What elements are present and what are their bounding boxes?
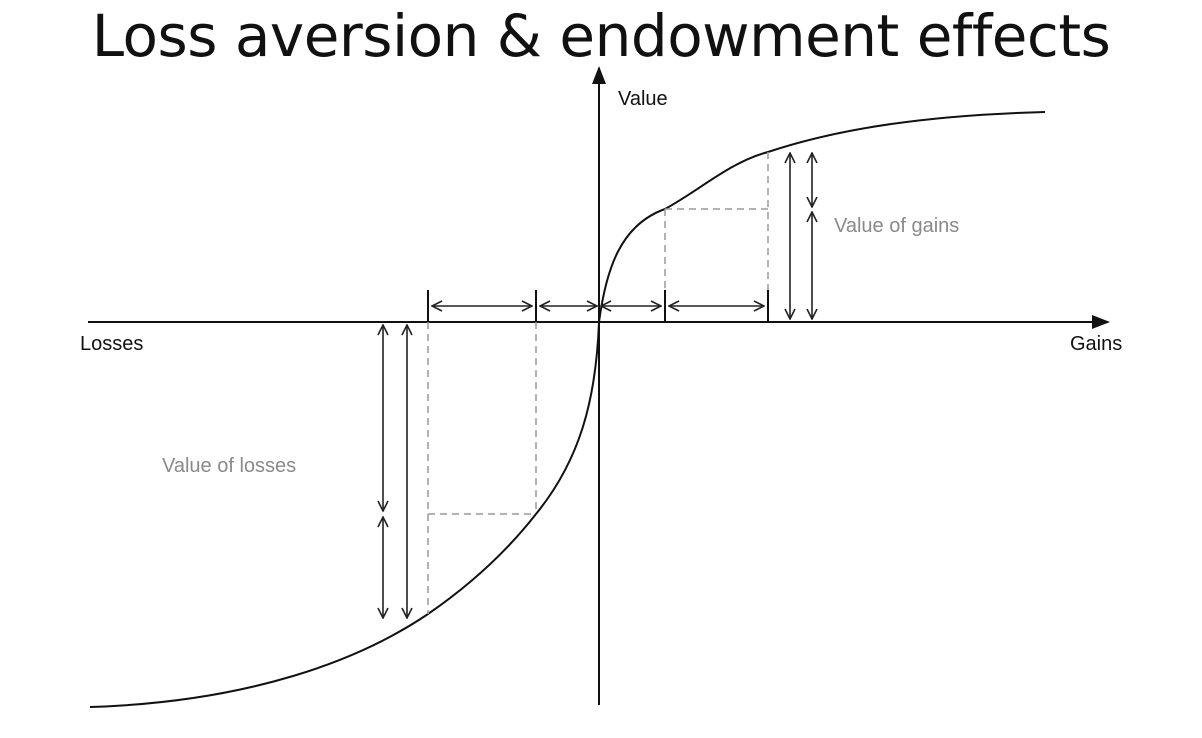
value-curve-losses <box>89 321 600 708</box>
value-of-losses-label: Value of losses <box>162 455 296 477</box>
page-title: Loss aversion & endowment effects <box>91 2 1111 70</box>
gains-label: Gains <box>1070 333 1122 355</box>
losses-label: Losses <box>80 333 143 355</box>
value-curve <box>598 111 1046 323</box>
value-of-gains-label: Value of gains <box>834 215 959 237</box>
y-axis-label: Value <box>618 88 668 110</box>
